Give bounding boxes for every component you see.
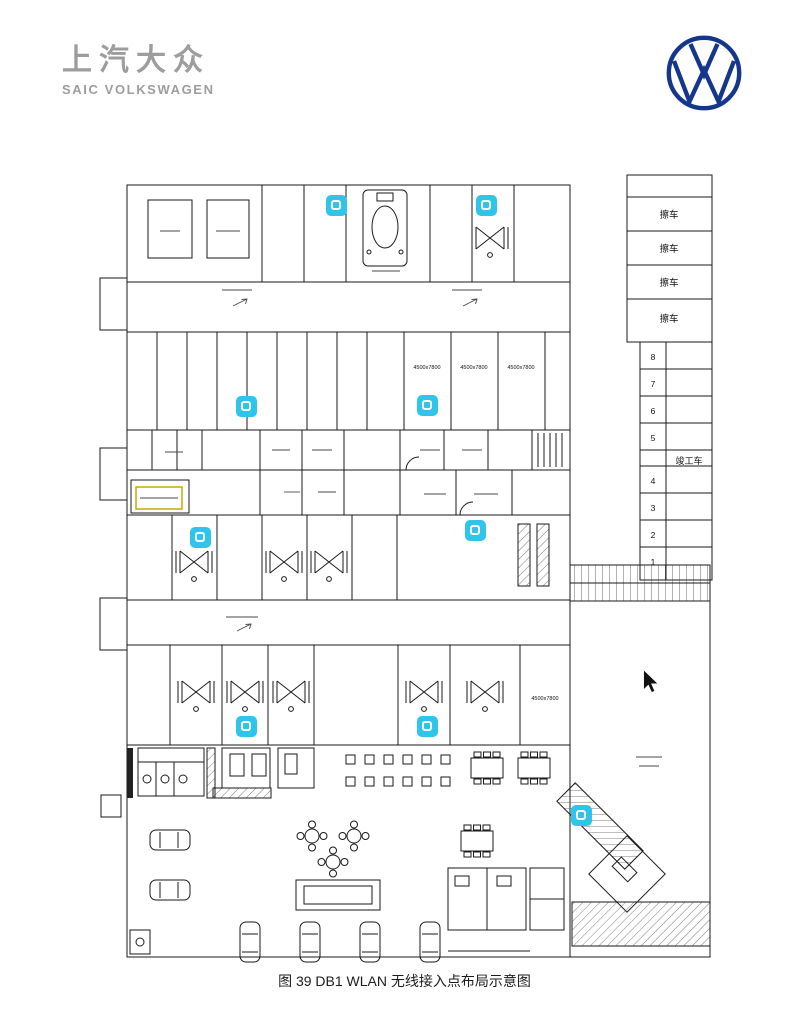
wash-machine — [362, 189, 408, 267]
small-rooms — [127, 430, 570, 516]
vw-logo-icon — [664, 33, 744, 113]
wash-stall-label: 擦车 — [659, 277, 678, 289]
car-wash-wing — [627, 196, 712, 300]
wash-stall-label: 擦车 — [659, 313, 678, 325]
dimension-label: 4500x7800 — [507, 365, 534, 371]
parking-slot-number: 8 — [651, 352, 656, 362]
drive-lanes — [127, 281, 570, 646]
brand-name-cn: 上汽大众 — [62, 44, 210, 77]
parking-slot-number: 2 — [651, 530, 656, 540]
diagonal-reception-wall — [556, 782, 644, 870]
mid-room-band — [127, 332, 570, 431]
dimension-labels: 4500x7800 4500x7800 4500x7800 4500x7800 — [413, 365, 558, 702]
figure-caption: 图 39 DB1 WLAN 无线接入点布局示意图 — [278, 973, 531, 989]
finished-car-strip — [640, 342, 712, 580]
restroom-block — [137, 747, 205, 797]
car-lift-symbol — [471, 226, 509, 258]
display-car — [299, 921, 321, 963]
dimension-label: 4500x7800 — [413, 365, 440, 371]
service-bays-upper — [171, 515, 550, 600]
display-car — [149, 879, 191, 901]
vw-logo-ring — [666, 35, 742, 111]
parking-slot-number: 4 — [651, 476, 656, 486]
wash-stall-label: 擦车 — [659, 209, 678, 221]
battery-storage-highlight — [135, 486, 183, 510]
reception-counter — [295, 879, 381, 911]
service-bays-lower — [169, 645, 521, 745]
stairs — [569, 564, 711, 602]
vw-logo-w — [671, 60, 737, 108]
locker-cabinet — [536, 523, 550, 587]
display-car — [239, 921, 261, 963]
ramp-hatch — [571, 901, 711, 947]
parking-slot-number: 5 — [651, 433, 656, 443]
outer-walls — [99, 174, 713, 958]
brand-name-en: SAIC VOLKSWAGEN — [62, 82, 215, 97]
parking-slot-number: 1 — [651, 557, 656, 567]
plan-linework — [99, 174, 713, 963]
illegible-label-placeholders — [140, 230, 662, 767]
dimension-label: 4500x7800 — [531, 696, 558, 702]
parking-slot-number: 3 — [651, 503, 656, 513]
locker-cabinet — [517, 523, 531, 587]
parking-slot-number: 6 — [651, 406, 656, 416]
display-car — [149, 829, 191, 851]
brand-block: 上汽大众 SAIC VOLKSWAGEN — [62, 44, 215, 97]
dimension-label: 4500x7800 — [460, 365, 487, 371]
mouse-cursor — [643, 668, 660, 694]
diagonal-office — [588, 835, 666, 913]
wash-stall-label: 擦车 — [659, 243, 678, 255]
parking-slot-number: 7 — [651, 379, 656, 389]
finished-car-label: 竣工车 — [675, 455, 702, 466]
top-work-bays — [147, 185, 515, 282]
showroom — [127, 747, 666, 963]
display-car — [419, 921, 441, 963]
parking-slot-numbers: 8 7 6 5 4 3 2 1 竣工车 — [651, 352, 703, 567]
display-car — [359, 921, 381, 963]
